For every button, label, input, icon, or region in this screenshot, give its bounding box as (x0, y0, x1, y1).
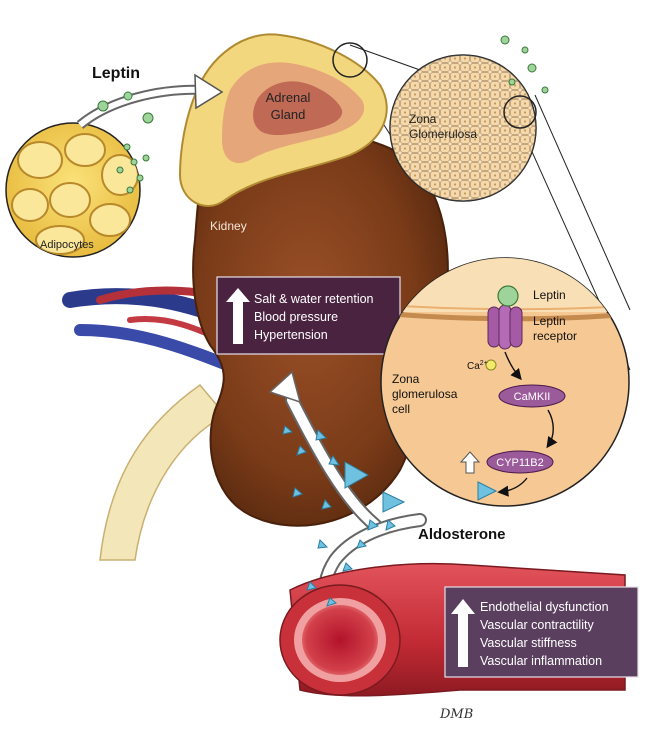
up-arrow-icon (459, 451, 481, 474)
cyp11b2-enzyme (486, 450, 554, 474)
camkii-enzyme (498, 384, 566, 408)
aldosterone-triangles (282, 425, 406, 607)
vascular-effect-item: Vascular stiffness (480, 636, 577, 650)
adrenal-gland-label: Gland (271, 107, 306, 122)
kidney-label: Kidney (210, 219, 247, 233)
kidney-effect-item: Salt & water retention (254, 292, 374, 306)
adrenal-gland-label: Adrenal (266, 90, 311, 105)
vascular-effects-box: Endothelial dysfunction Vascular contrac… (444, 586, 639, 678)
zona-glomerulosa-label: Zona (409, 112, 437, 126)
cell-label: Zona (392, 372, 420, 386)
kidney-effect-item: Hypertension (254, 328, 328, 342)
adipocytes-inset (5, 122, 141, 258)
kidney-effects-box: Salt & water retention Blood pressure Hy… (216, 276, 401, 355)
calcium-ion (485, 359, 497, 371)
vascular-effect-item: Vascular contractility (480, 618, 594, 632)
adipocytes-label: Adipocytes (40, 239, 94, 251)
up-arrow-icon (451, 599, 475, 667)
leptin-receptor (487, 304, 523, 350)
kidney-effect-item: Blood pressure (254, 310, 338, 324)
inset-receptor-label: Leptin (533, 314, 566, 328)
leptin-molecule (497, 285, 519, 307)
zoom-line (349, 44, 421, 71)
vascular-effect-item: Endothelial dysfunction (480, 600, 609, 614)
inset-leptin-label: Leptin (533, 288, 566, 302)
cyp11b2-label: CYP11B2 (496, 457, 544, 469)
adrenal-gland (178, 33, 388, 207)
cell-label: glomerulosa (392, 387, 458, 401)
leptin-dots (97, 35, 549, 194)
aldosterone-molecule (477, 481, 498, 501)
aldosterone-label: Aldosterone (418, 526, 506, 543)
ureter (99, 383, 227, 561)
zoom-line (534, 94, 631, 311)
zoom-source-circle (332, 42, 368, 78)
cell-label: cell (392, 402, 410, 416)
zona-glomerulosa-inset (389, 54, 537, 202)
inset-receptor-label: receptor (533, 329, 577, 343)
up-arrow-icon (226, 288, 250, 344)
artist-signature: DMB (439, 707, 473, 722)
vascular-effect-item: Vascular inflammation (480, 654, 602, 668)
camkii-label: CaMKII (514, 391, 551, 403)
zona-glomerulosa-label: Glomerulosa (409, 127, 477, 141)
leptin-label: Leptin (92, 65, 140, 82)
calcium-label: Ca2+ (467, 360, 488, 372)
